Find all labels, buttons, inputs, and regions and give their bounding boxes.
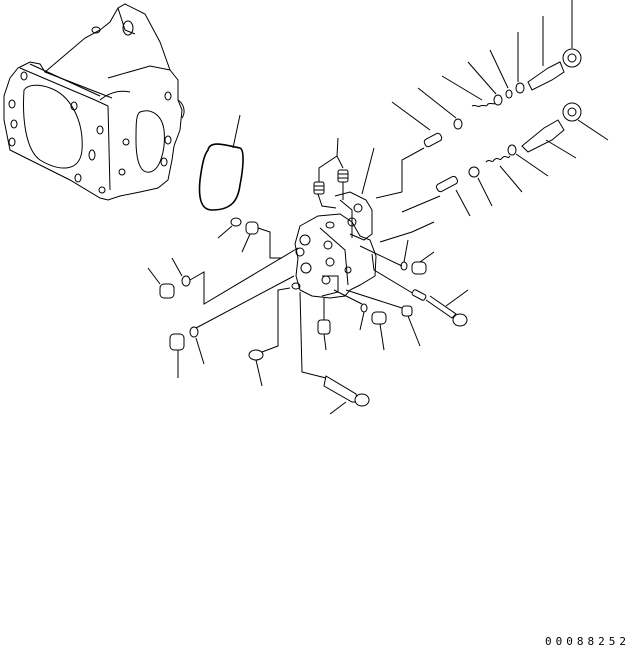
figure-id: 00088252 — [545, 635, 630, 648]
plug-top-right — [337, 169, 349, 183]
valve-body — [291, 191, 377, 299]
right-fittings — [317, 239, 469, 351]
left-fittings — [147, 217, 299, 387]
gasket-ring — [198, 114, 244, 211]
spool-assembly-upper — [375, 0, 582, 199]
spool-assembly-lower — [379, 102, 609, 243]
pump-housing — [3, 3, 185, 201]
long-bolt — [299, 291, 370, 415]
plug-top-left — [313, 181, 325, 195]
